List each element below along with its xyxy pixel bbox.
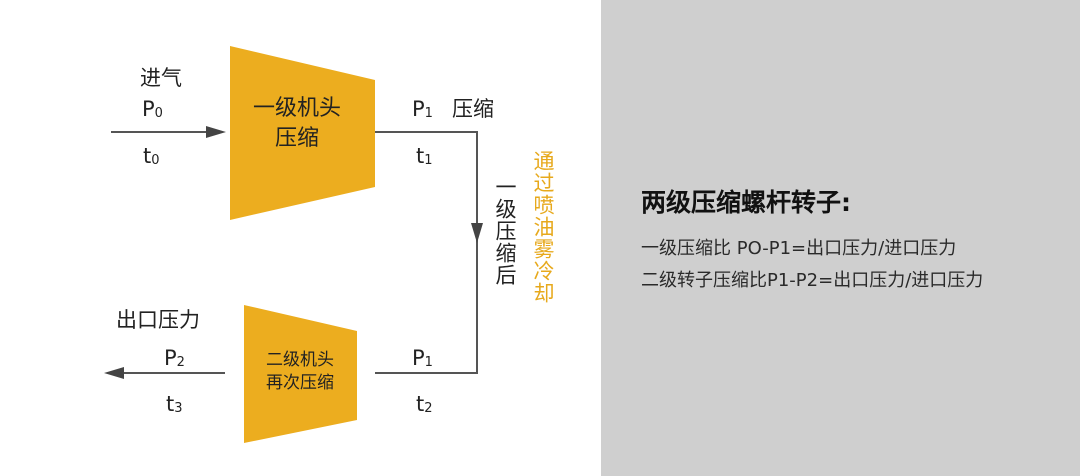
stage2-compressor-shape [244, 305, 357, 443]
temp-subscript: 2 [424, 401, 433, 416]
temp-subscript: 3 [174, 401, 183, 416]
stage1-compressor-label: 一级机头 压缩 [232, 94, 362, 153]
stage1-outlet-note: 压缩 [452, 97, 494, 121]
temp-subscript: 1 [424, 153, 433, 168]
stage2-compressor-label: 二级机头 再次压缩 [248, 349, 352, 395]
pressure-subscript: 0 [154, 106, 163, 121]
down-arrow-head [471, 223, 483, 243]
outlet-pressure: P2 [164, 346, 185, 370]
stage2-inlet-temperature: t2 [416, 392, 433, 416]
stage2-ratio-text: 二级转子压缩比P1-P2=出口压力/进口压力 [641, 270, 984, 291]
compression-diagram: 进气 P0 t0 一级机头 压缩 P1 压缩 t1 一级压缩后 通过喷油雾冷却 … [104, 46, 555, 443]
inlet-label: 进气 [140, 66, 182, 90]
pressure-symbol: P [412, 346, 425, 370]
description-panel: 两级压缩螺杆转子: 一级压缩比 PO-P1=出口压力/进口压力 二级转子压缩比P… [601, 0, 1080, 476]
stage1-outlet-pipe [375, 131, 478, 374]
stage1-label-line1: 一级机头 [252, 96, 341, 121]
temp-subscript: 0 [151, 153, 160, 168]
stage1-outlet-pressure: P1 [412, 97, 433, 121]
pressure-subscript: 2 [176, 355, 185, 370]
diagram-graphics [104, 46, 483, 443]
stage2-label-line2: 再次压缩 [266, 372, 334, 393]
temp-symbol: t [166, 392, 175, 416]
oil-mist-cooling-label: 通过喷油雾冷却 [531, 150, 555, 304]
after-stage1-label: 一级压缩后 [493, 176, 517, 286]
pressure-symbol: P [412, 97, 425, 121]
pressure-symbol: P [164, 346, 177, 370]
stage2-label-line1: 二级机头 [266, 350, 334, 370]
inlet-pressure: P0 [142, 97, 163, 121]
outlet-temperature: t3 [166, 392, 183, 416]
stage1-ratio-text: 一级压缩比 PO-P1=出口压力/进口压力 [641, 238, 957, 259]
inlet-arrow-head [206, 126, 226, 138]
stage1-outlet-temperature: t1 [416, 144, 433, 168]
pressure-symbol: P [142, 97, 155, 121]
temp-symbol: t [416, 144, 425, 168]
pressure-subscript: 1 [424, 106, 433, 121]
temp-symbol: t [143, 144, 152, 168]
outlet-arrow-head [104, 367, 124, 379]
stage1-label-line2: 压缩 [274, 125, 319, 151]
temp-symbol: t [416, 392, 425, 416]
stage2-inlet-pressure: P1 [412, 346, 433, 370]
pressure-subscript: 1 [424, 355, 433, 370]
stage1-compressor-shape [230, 46, 375, 220]
inlet-temperature: t0 [143, 144, 160, 168]
outlet-label: 出口压力 [116, 308, 200, 332]
panel-title: 两级压缩螺杆转子: [641, 188, 851, 217]
